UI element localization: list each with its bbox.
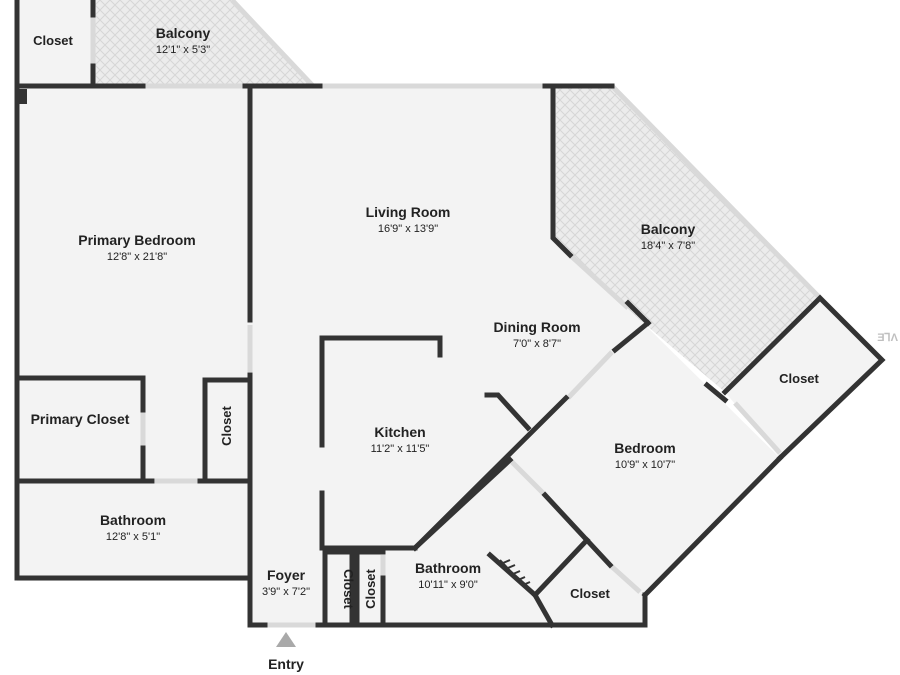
dining-room-dims: 7'0" x 8'7" (513, 338, 561, 350)
windows (90, 0, 822, 628)
entry-arrow-icon (276, 632, 296, 647)
balcony-right-label: Balcony (641, 221, 696, 237)
balcony-top-label: Balcony (156, 25, 211, 41)
closet-top-left-floor (17, 0, 93, 86)
foyer-dims: 3'9" x 7'2" (262, 586, 310, 598)
watermark: Ǝ⅂Λ (877, 332, 898, 344)
kitchen-dims: 11'2" x 11'5" (371, 443, 430, 455)
bathroom-left-dims: 12'8" x 5'1" (106, 531, 160, 543)
primary-closet-label: Primary Closet (31, 411, 130, 427)
dining-room-label: Dining Room (493, 319, 580, 335)
balcony-top-floor (95, 0, 313, 86)
living-room-dims: 16'9" x 13'9" (378, 223, 438, 235)
closet-bottom-right-label: Closet (570, 586, 610, 601)
entry-label: Entry (268, 656, 304, 672)
bath-stair-icon (499, 559, 531, 591)
floor-fills (17, 0, 882, 625)
primary-bedroom-dims: 12'8" x 21'8" (107, 251, 167, 263)
closet-mid-label: Closet (219, 405, 234, 445)
room-labels: Closet Balcony 12'1" x 5'3" Primary Bedr… (31, 25, 899, 672)
closet-foyer-1-label: Closet (341, 569, 356, 609)
balcony-right-dims: 18'4" x 7'8" (641, 240, 695, 252)
balcony-top-dims: 12'1" x 5'3" (156, 44, 210, 56)
main-floor (250, 86, 780, 625)
closet-foyer-2-label: Closet (363, 568, 378, 608)
primary-bedroom-label: Primary Bedroom (78, 232, 195, 248)
living-room-label: Living Room (366, 204, 451, 220)
kitchen-label: Kitchen (374, 424, 425, 440)
balcony-right-floor (553, 86, 820, 392)
bathroom-right-label: Bathroom (415, 560, 481, 576)
closet-top-left-label: Closet (33, 33, 73, 48)
primary-bedroom-floor (17, 86, 250, 581)
walls (14, 0, 886, 629)
bedroom-dims: 10'9" x 10'7" (615, 459, 675, 471)
closet-right-label: Closet (779, 371, 819, 386)
foyer-label: Foyer (267, 567, 306, 583)
bathroom-left-label: Bathroom (100, 512, 166, 528)
bathroom-right-dims: 10'11" x 9'0" (418, 579, 478, 591)
closet-right-floor (725, 298, 882, 458)
bedroom-label: Bedroom (614, 440, 675, 456)
